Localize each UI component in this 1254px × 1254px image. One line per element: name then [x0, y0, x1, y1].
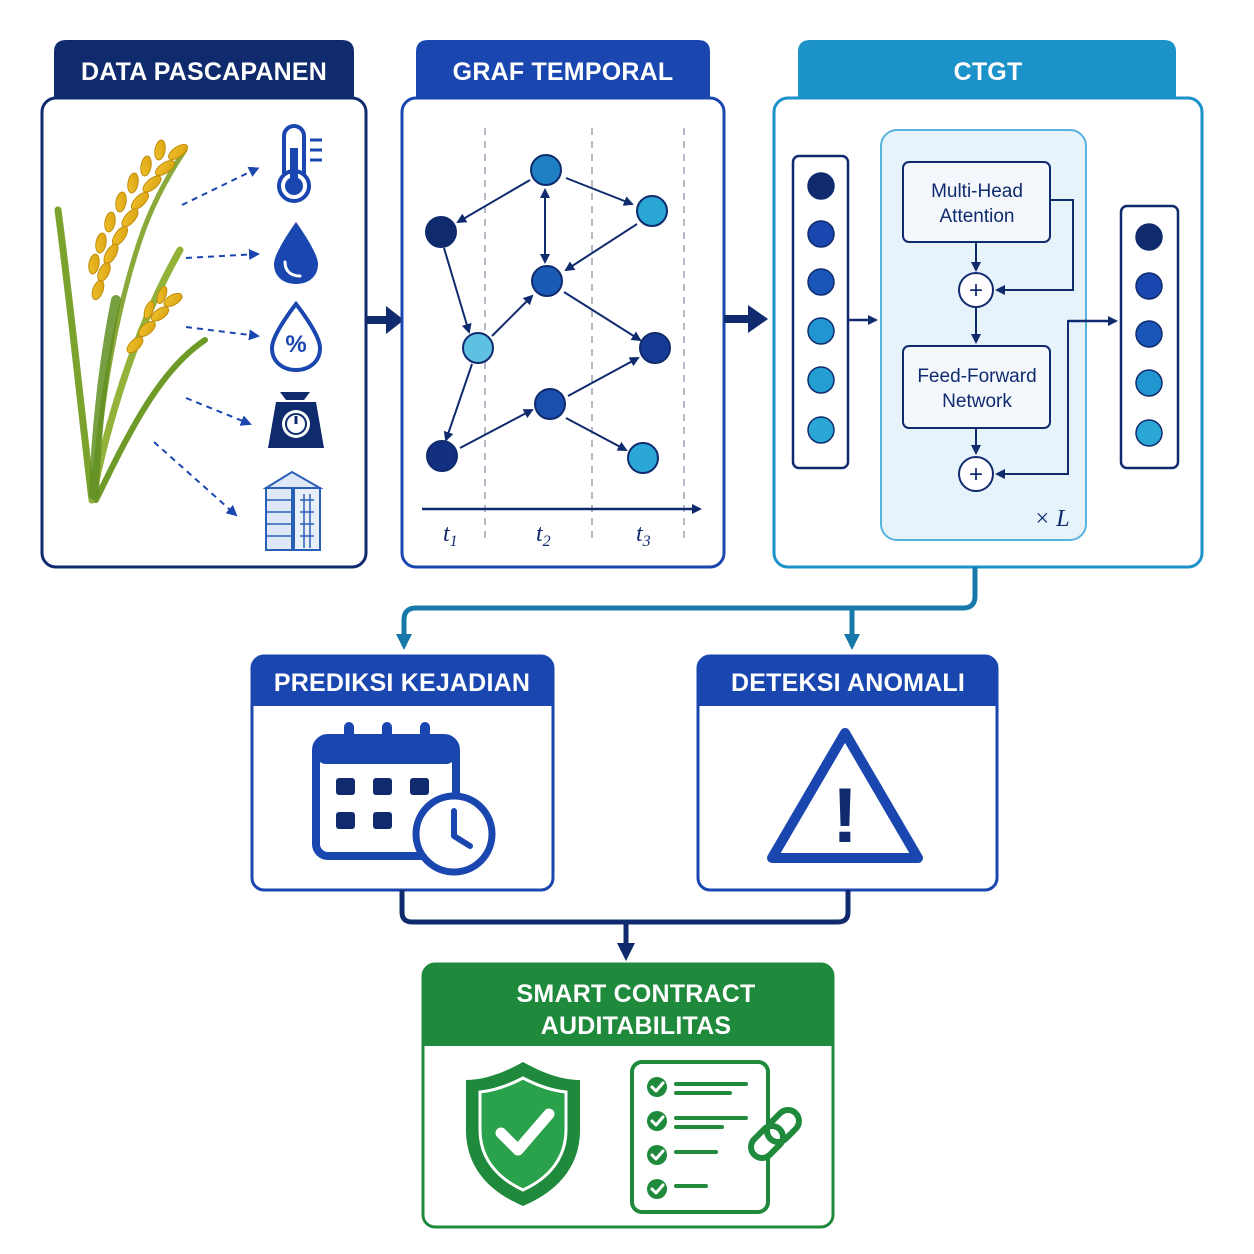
- panel-graf-temporal: GRAF TEMPORAL: [400, 40, 726, 569]
- arrow-to-scale: [185, 397, 252, 426]
- attention-label-line2: Attention: [940, 206, 1015, 227]
- graph-nodes: [425, 154, 671, 474]
- input-token: [807, 416, 835, 444]
- edge: [563, 291, 642, 342]
- arrow-to-water-drop: [185, 249, 260, 260]
- outputs-to-smart-contract-connector: [399, 890, 851, 961]
- feed-forward-network-box: [902, 345, 1051, 429]
- graph-node: [531, 265, 563, 297]
- panel-prediksi-title: PREDIKSI KEJADIAN: [274, 669, 530, 697]
- graph-node: [425, 216, 457, 248]
- input-token: [807, 268, 835, 296]
- graph-node: [639, 332, 671, 364]
- panel-graf-temporal-frame: [400, 96, 726, 569]
- graph-node: [636, 195, 668, 227]
- panel-deteksi-header: [698, 656, 997, 706]
- panel-smart-contract-header: [423, 964, 833, 1046]
- shield-check-icon: [466, 1062, 580, 1206]
- edge: [443, 247, 472, 334]
- humidity-percent-icon: %: [269, 300, 323, 373]
- arrow-to-humidity: [185, 326, 260, 341]
- graph-node: [534, 388, 566, 420]
- edge: [565, 417, 628, 451]
- smart-contract-title-line2: AUDITABILITAS: [541, 1012, 732, 1040]
- graph-node: [462, 332, 494, 364]
- panel-ctgt: CTGT Multi-Head Attention + Feed-Forward…: [772, 40, 1204, 569]
- panel-graf-temporal-header: [416, 40, 710, 98]
- thermometer-icon: [277, 124, 322, 203]
- storage-silo-icon: [262, 470, 324, 551]
- attention-label-line1: Multi-Head: [931, 181, 1023, 202]
- warning-triangle-icon: !: [767, 728, 923, 863]
- edge: [456, 179, 531, 224]
- edge: [565, 177, 634, 206]
- input-token: [807, 220, 835, 248]
- input-token: [807, 366, 835, 394]
- calendar-clock-icon: [312, 722, 496, 876]
- panel-ctgt-title: CTGT: [954, 58, 1023, 86]
- add-norm-2: +: [958, 456, 994, 492]
- edge: [567, 357, 640, 397]
- graph-edges: [443, 177, 642, 451]
- arrow-to-silo: [153, 441, 238, 517]
- input-tokens: [807, 172, 835, 444]
- ffn-label-line1: Feed-Forward: [917, 366, 1036, 387]
- output-token: [1135, 272, 1163, 300]
- input-token: [807, 172, 835, 200]
- sensor-arrows: [153, 166, 260, 517]
- output-token: [1135, 369, 1163, 397]
- plus-glyph-1: +: [969, 277, 983, 304]
- input-token: [807, 317, 835, 345]
- output-tokens: [1135, 223, 1163, 447]
- water-drop-icon: [274, 222, 318, 284]
- add-norm-1: +: [958, 272, 994, 308]
- edge: [443, 363, 473, 442]
- panel-smart-contract: SMART CONTRACT AUDITABILITAS: [421, 962, 835, 1229]
- panel-prediksi-kejadian: PREDIKSI KEJADIAN: [250, 654, 555, 892]
- edge: [491, 294, 534, 337]
- time-label-t1: t1: [443, 521, 458, 550]
- residual-connection-1: [995, 199, 1074, 295]
- time-label-t2: t2: [536, 521, 551, 550]
- graph-node: [426, 440, 458, 472]
- time-separators: [484, 128, 685, 542]
- plus-glyph-2: +: [969, 461, 983, 488]
- edge: [564, 223, 638, 272]
- panel-graf-temporal-title: GRAF TEMPORAL: [453, 58, 674, 86]
- panel-data-pascapanen-header: [54, 40, 354, 98]
- ffn-label-line2: Network: [942, 391, 1012, 412]
- panel-deteksi-title: DETEKSI ANOMALI: [731, 669, 965, 697]
- percent-glyph: %: [285, 331, 306, 358]
- checklist-chain-icon: [630, 1060, 802, 1214]
- time-label-t3: t3: [636, 521, 651, 550]
- panel-data-pascapanen: DATA PASCAPANEN: [40, 40, 368, 569]
- output-token: [1135, 320, 1163, 348]
- ctgt-to-outputs-connector: [396, 567, 978, 650]
- panel-data-pascapanen-title: DATA PASCAPANEN: [81, 58, 327, 86]
- panel-deteksi-anomali: DETEKSI ANOMALI !: [696, 654, 999, 892]
- smart-contract-title-line1: SMART CONTRACT: [517, 980, 756, 1008]
- rice-plant-icon: [54, 139, 208, 504]
- chain-link-icon: [748, 1107, 802, 1161]
- multi-head-attention-box: [902, 161, 1051, 243]
- edge: [459, 409, 534, 449]
- output-token: [1135, 419, 1163, 447]
- weighing-scale-icon: [268, 392, 324, 448]
- flow-arrow-1-to-2: [366, 306, 404, 334]
- flow-arrow-2-to-3: [724, 305, 768, 333]
- graph-node: [627, 442, 659, 474]
- arrow-to-thermometer: [181, 166, 260, 206]
- output-token: [1135, 223, 1163, 251]
- graph-node: [530, 154, 562, 186]
- exclamation-glyph: !: [832, 771, 858, 859]
- panel-ctgt-header: [798, 40, 1176, 98]
- repeat-label: × L: [1034, 506, 1070, 532]
- panel-prediksi-header: [252, 656, 553, 706]
